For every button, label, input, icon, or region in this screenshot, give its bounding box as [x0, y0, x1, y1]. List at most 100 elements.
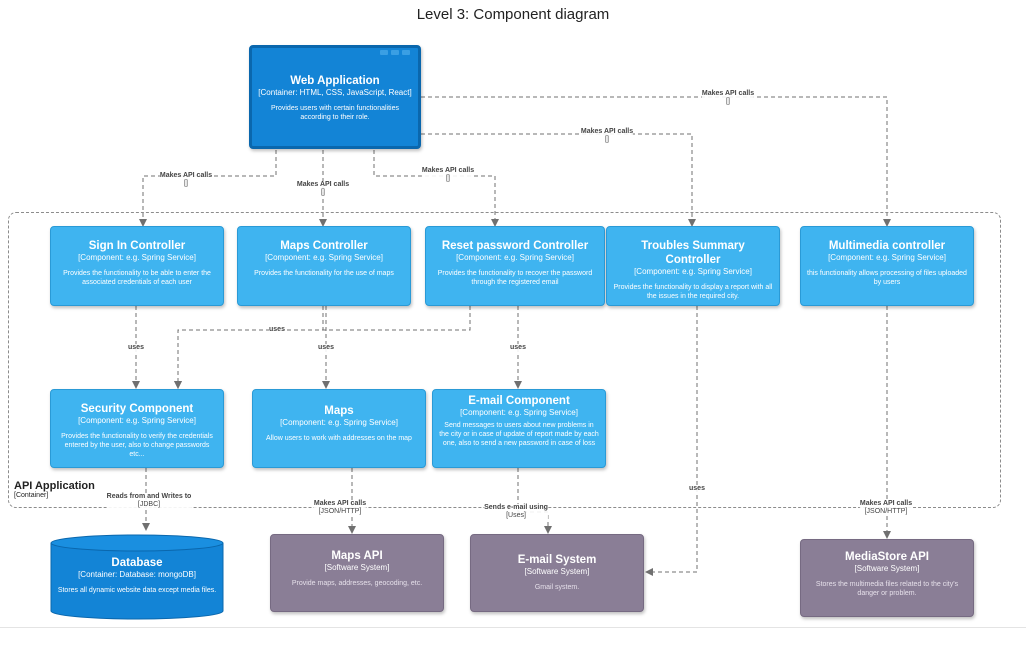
edge-label: Makes API calls[JSON/HTTP] [859, 500, 913, 516]
edge-label-text: Reads from and Writes to [106, 493, 192, 500]
node-name: Multimedia controller [828, 240, 946, 252]
edge-label-text: uses [318, 344, 334, 351]
edge-label: Reads from and Writes to[JDBC] [106, 493, 192, 509]
edge-label: uses [689, 485, 705, 493]
divider [0, 627, 1026, 628]
edge-label-text: uses [269, 326, 285, 333]
node-name: Sign In Controller [88, 240, 186, 252]
node-tech: [Component: e.g. Spring Service] [280, 418, 398, 427]
node-name: Maps API [331, 550, 383, 562]
edge-troubles-emailsys [645, 306, 698, 576]
node-tech: [Component: e.g. Spring Service] [265, 253, 383, 262]
node-desc: Provide maps, addresses, geocoding, etc. [291, 580, 423, 587]
node-name: Database [111, 557, 163, 569]
node-desc: Provides the functionality to display a … [613, 284, 773, 300]
node-reset-password-controller[interactable]: Reset password Controller [Component: e.… [425, 226, 605, 306]
edge-label: uses [269, 326, 285, 334]
edge-label-tech: [] [321, 189, 325, 196]
edge-label: uses [510, 344, 526, 352]
node-database[interactable]: Database [Container: Database: mongoDB] … [50, 534, 224, 620]
node-desc: Provides users with certain functionalit… [270, 105, 399, 121]
node-desc: Provides the functionality to be able to… [63, 270, 211, 286]
database-cylinder-icon [50, 534, 224, 620]
node-email-component[interactable]: E-mail Component [Component: e.g. Spring… [432, 389, 606, 468]
node-name: Security Component [80, 403, 194, 415]
node-tech: [Software System] [324, 563, 390, 572]
node-name: E-mail System [517, 554, 597, 566]
edge-label: uses [318, 344, 334, 352]
node-security-component[interactable]: Security Component [Component: e.g. Spri… [50, 389, 224, 468]
node-desc: Stores all dynamic website data except m… [57, 587, 217, 594]
node-tech: [Component: e.g. Spring Service] [634, 267, 752, 276]
edge-label-text: Sends e-mail using [484, 504, 548, 511]
edge-label: Makes API calls[] [296, 181, 350, 197]
node-maps-component[interactable]: Maps [Component: e.g. Spring Service] Al… [252, 389, 426, 468]
edge-label-tech: [] [605, 136, 609, 143]
node-tech: [Component: e.g. Spring Service] [456, 253, 574, 262]
node-tech: [Component: e.g. Spring Service] [78, 416, 196, 425]
node-tech: [Container: Database: mongoDB] [78, 570, 196, 579]
node-web-application[interactable]: Web Application [Container: HTML, CSS, J… [249, 45, 421, 149]
edge-label-text: Makes API calls [159, 172, 213, 179]
node-tech: [Component: e.g. Spring Service] [460, 408, 578, 417]
edge-label-text: Makes API calls [859, 500, 913, 507]
edge-label-text: uses [689, 485, 705, 492]
edge-label-text: Makes API calls [701, 90, 755, 97]
edge-label: Makes API calls[JSON/HTTP] [313, 500, 367, 516]
diagram-title: Level 3: Component diagram [416, 6, 610, 23]
edge-label-tech: [JSON/HTTP] [318, 508, 362, 515]
node-email-system[interactable]: E-mail System [Software System] Gmail sy… [470, 534, 644, 612]
edge-label-tech: [JDBC] [137, 501, 161, 508]
node-tech: [Component: e.g. Spring Service] [828, 253, 946, 262]
node-tech: [Container: HTML, CSS, JavaScript, React… [258, 88, 412, 97]
node-desc: Stores the multimedia files related to t… [815, 581, 959, 597]
edge-label: Sends e-mail using[Uses] [484, 504, 548, 520]
node-name: E-mail Component [468, 395, 570, 407]
edge-webapp-troubles [421, 133, 696, 227]
node-name: Troubles Summary Controller [641, 240, 745, 266]
boundary-label: API Application [14, 480, 95, 492]
node-desc: Gmail system. [534, 584, 580, 591]
database-text: Database [Container: Database: mongoDB] … [50, 556, 224, 595]
node-name: Reset password Controller [441, 240, 589, 252]
edge-label-text: uses [510, 344, 526, 351]
edge-resetpw-security [174, 306, 471, 389]
edge-label: Makes API calls[] [421, 167, 475, 183]
edge-label-text: uses [128, 344, 144, 351]
node-desc: Provides the functionality to verify the… [61, 433, 213, 458]
edge-label-text: Makes API calls [580, 128, 634, 135]
edge-label-tech: [] [726, 98, 730, 105]
node-desc: Allow users to work with addresses on th… [266, 435, 412, 442]
edge-label-text: Makes API calls [296, 181, 350, 188]
edge-label-tech: [Uses] [506, 512, 526, 519]
edge-label: Makes API calls[] [580, 128, 634, 144]
node-desc: Send messages to users about new problem… [439, 422, 599, 447]
edge-label-tech: [JSON/HTTP] [864, 508, 908, 515]
node-tech: [Software System] [854, 564, 920, 573]
node-name: Web Application [290, 75, 380, 87]
node-desc: Provides the functionality for the use o… [254, 270, 394, 277]
node-tech: [Software System] [524, 567, 590, 576]
node-maps-controller[interactable]: Maps Controller [Component: e.g. Spring … [237, 226, 411, 306]
node-sign-in-controller[interactable]: Sign In Controller [Component: e.g. Spri… [50, 226, 224, 306]
node-maps-api[interactable]: Maps API [Software System] Provide maps,… [270, 534, 444, 612]
node-desc: this functionality allows processing of … [807, 270, 967, 286]
edge-label-tech: [] [184, 180, 188, 187]
boundary-type: [Container] [14, 492, 49, 499]
node-name: Maps [324, 405, 354, 417]
node-mediastore-api[interactable]: MediaStore API [Software System] Stores … [800, 539, 974, 617]
window-controls-icon [380, 50, 410, 56]
edge-label-text: Makes API calls [421, 167, 475, 174]
node-name: Maps Controller [280, 240, 368, 252]
node-name: MediaStore API [845, 551, 929, 563]
edge-webapp-multimedia [421, 96, 891, 227]
edge-label: uses [128, 344, 144, 352]
node-troubles-summary-controller[interactable]: Troubles Summary Controller [Component: … [606, 226, 780, 306]
node-desc: Provides the functionality to recover th… [437, 270, 593, 286]
edge-label: Makes API calls[] [701, 90, 755, 106]
edge-label-tech: [] [446, 175, 450, 182]
edge-label: Makes API calls[] [159, 172, 213, 188]
node-multimedia-controller[interactable]: Multimedia controller [Component: e.g. S… [800, 226, 974, 306]
edge-label-text: Makes API calls [313, 500, 367, 507]
node-tech: [Component: e.g. Spring Service] [78, 253, 196, 262]
